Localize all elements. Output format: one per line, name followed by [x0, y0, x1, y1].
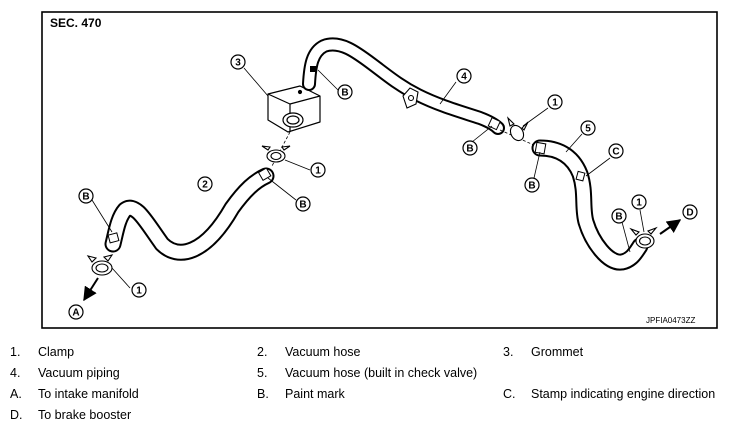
leader-line: [111, 267, 131, 289]
callout-b: B: [524, 177, 540, 193]
svg-text:4: 4: [461, 72, 467, 83]
leader-line: [439, 81, 457, 105]
callout-b: B: [462, 140, 478, 156]
clamp-icon: [86, 254, 114, 276]
paint-mark: [257, 167, 272, 182]
svg-text:B: B: [299, 200, 306, 211]
leader-line: [585, 157, 611, 177]
callout-2: 2: [197, 176, 213, 192]
svg-text:1: 1: [636, 198, 642, 209]
svg-text:B: B: [466, 144, 473, 155]
svg-text:1: 1: [136, 286, 142, 297]
svg-text:B: B: [82, 192, 89, 203]
engine-direction-stamp: [575, 170, 586, 182]
svg-text:1: 1: [552, 98, 558, 109]
vacuum-piping-4: [302, 37, 505, 135]
leader-line: [317, 69, 339, 91]
paint-mark: [107, 232, 120, 244]
callout-a: A: [68, 304, 84, 320]
leader-line: [471, 125, 493, 143]
svg-text:B: B: [615, 212, 622, 223]
grommet-3: [267, 85, 321, 133]
svg-text:D: D: [686, 208, 693, 219]
svg-text:A: A: [72, 308, 79, 319]
leader-line: [639, 209, 645, 233]
svg-text:C: C: [612, 147, 619, 158]
svg-text:2: 2: [202, 180, 208, 191]
leader-line: [621, 221, 631, 253]
callout-c: C: [608, 143, 624, 159]
section-label: SEC. 470: [50, 16, 102, 30]
paint-mark: [534, 141, 547, 155]
paint-mark: [310, 66, 316, 72]
arrow-to-intake-manifold: [83, 277, 99, 302]
svg-text:B: B: [341, 88, 348, 99]
clamp-icon: [506, 116, 529, 142]
leader-line: [565, 133, 583, 153]
callout-1: 1: [631, 194, 647, 210]
leader-line: [522, 107, 549, 127]
svg-text:1: 1: [315, 166, 321, 177]
piping-bracket: [402, 87, 419, 109]
legend: 1. Clamp 2. Vacuum hose 3. Grommet 4. Va…: [10, 345, 716, 422]
callout-d: D: [682, 204, 698, 220]
clamp-icon: [629, 226, 658, 249]
leader-line: [533, 151, 541, 179]
leader-line: [267, 177, 297, 201]
arrow-to-brake-booster: [659, 219, 682, 235]
clamp-icon: [261, 145, 291, 163]
callout-4: 4: [456, 68, 472, 84]
callout-1: 1: [547, 94, 563, 110]
figure-code: JPFIA0473ZZ: [646, 316, 695, 325]
vacuum-hose-5: [531, 139, 649, 271]
callout-b: B: [337, 84, 353, 100]
svg-text:5: 5: [585, 124, 591, 135]
svg-text:B: B: [528, 181, 535, 192]
figure-frame: [41, 11, 718, 329]
svg-text:3: 3: [235, 58, 241, 69]
vacuum-hose-2: [104, 167, 275, 261]
callout-b: B: [295, 196, 311, 212]
assembly-line: [499, 129, 537, 147]
vacuum-hose-diagram: SEC. 470 JPFIA0473ZZ: [41, 11, 718, 329]
callout-3: 3: [230, 54, 246, 70]
leader-line: [284, 159, 311, 171]
callout-1: 1: [310, 162, 326, 178]
leader-line: [243, 67, 269, 97]
callout-5: 5: [580, 120, 596, 136]
callout-b: B: [78, 188, 94, 204]
callout-b: B: [611, 208, 627, 224]
leader-line: [91, 199, 113, 233]
callout-1: 1: [131, 282, 147, 298]
